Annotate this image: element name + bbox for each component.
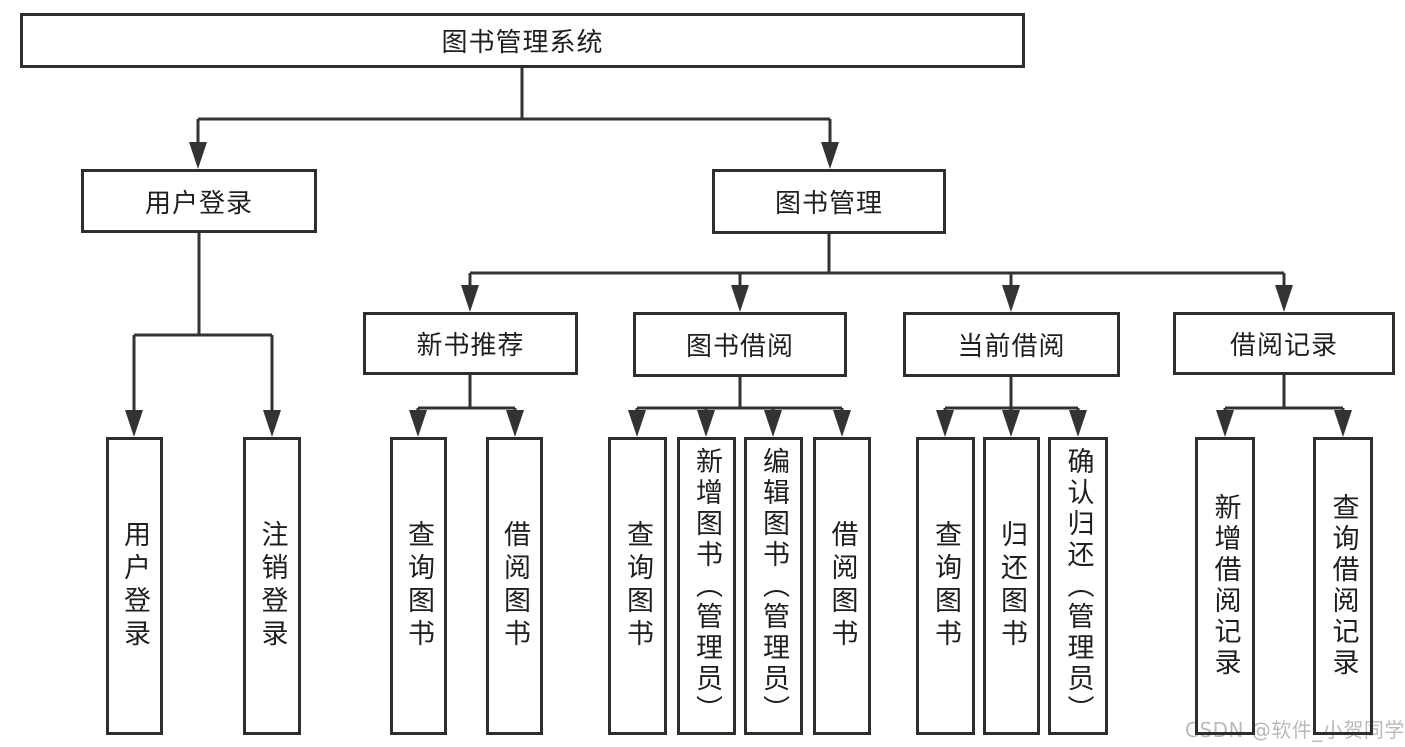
node-new-book-recommend-label: 新书推荐	[416, 331, 525, 361]
leaf-newbook-query: 查询图书	[390, 437, 447, 735]
csdn-watermark: CSDN @软件_小贺同学	[1185, 718, 1405, 742]
leaf-borrow-borrow: 借阅图书	[813, 437, 871, 735]
leaf-newbook-query-label: 查询图书	[403, 520, 434, 652]
leaf-current-query-label: 查询图书	[930, 520, 961, 652]
node-borrow-records: 借阅记录	[1173, 312, 1395, 375]
leaf-records-query-label: 查询借阅记录	[1327, 493, 1359, 679]
leaf-borrow-query: 查询图书	[608, 437, 667, 735]
leaf-newbook-borrow-label: 借阅图书	[499, 520, 530, 652]
leaf-newbook-borrow: 借阅图书	[486, 437, 543, 735]
node-current-borrow-label: 当前借阅	[957, 332, 1066, 362]
leaf-current-return-label: 归还图书	[996, 520, 1027, 652]
leaf-records-add-label: 新增借阅记录	[1209, 493, 1241, 679]
leaf-borrow-add-admin-label: 新增图书（管理员）	[691, 446, 722, 726]
node-borrow-records-label: 借阅记录	[1229, 331, 1338, 361]
node-user-login-label: 用户登录	[144, 188, 253, 219]
leaf-borrow-edit-admin-label: 编辑图书（管理员）	[758, 446, 789, 726]
leaf-current-query: 查询图书	[916, 437, 975, 735]
node-book-management-label: 图书管理	[774, 189, 883, 219]
node-user-login: 用户登录	[81, 169, 317, 233]
leaf-logout-label: 注销登录	[256, 520, 288, 652]
leaf-current-return: 归还图书	[983, 437, 1040, 735]
node-root-label: 图书管理系统	[441, 28, 604, 58]
node-current-borrow: 当前借阅	[903, 312, 1120, 377]
leaf-user-login-label: 用户登录	[119, 520, 150, 652]
leaf-current-confirm-admin-label: 确认归还（管理员）	[1062, 446, 1094, 726]
node-book-management: 图书管理	[712, 169, 946, 234]
leaf-logout: 注销登录	[243, 437, 301, 735]
leaf-borrow-query-label: 查询图书	[622, 520, 653, 652]
node-new-book-recommend: 新书推荐	[363, 312, 578, 375]
leaf-borrow-borrow-label: 借阅图书	[826, 520, 858, 652]
leaf-current-confirm-admin: 确认归还（管理员）	[1048, 437, 1108, 735]
leaf-borrow-add-admin: 新增图书（管理员）	[677, 437, 736, 735]
leaf-records-query: 查询借阅记录	[1313, 437, 1373, 735]
leaf-borrow-edit-admin: 编辑图书（管理员）	[744, 437, 803, 735]
node-book-borrow-label: 图书借阅	[685, 332, 794, 362]
leaf-records-add: 新增借阅记录	[1195, 437, 1255, 735]
node-root: 图书管理系统	[20, 13, 1025, 68]
leaf-user-login: 用户登录	[106, 437, 163, 735]
node-book-borrow: 图书借阅	[633, 312, 847, 377]
